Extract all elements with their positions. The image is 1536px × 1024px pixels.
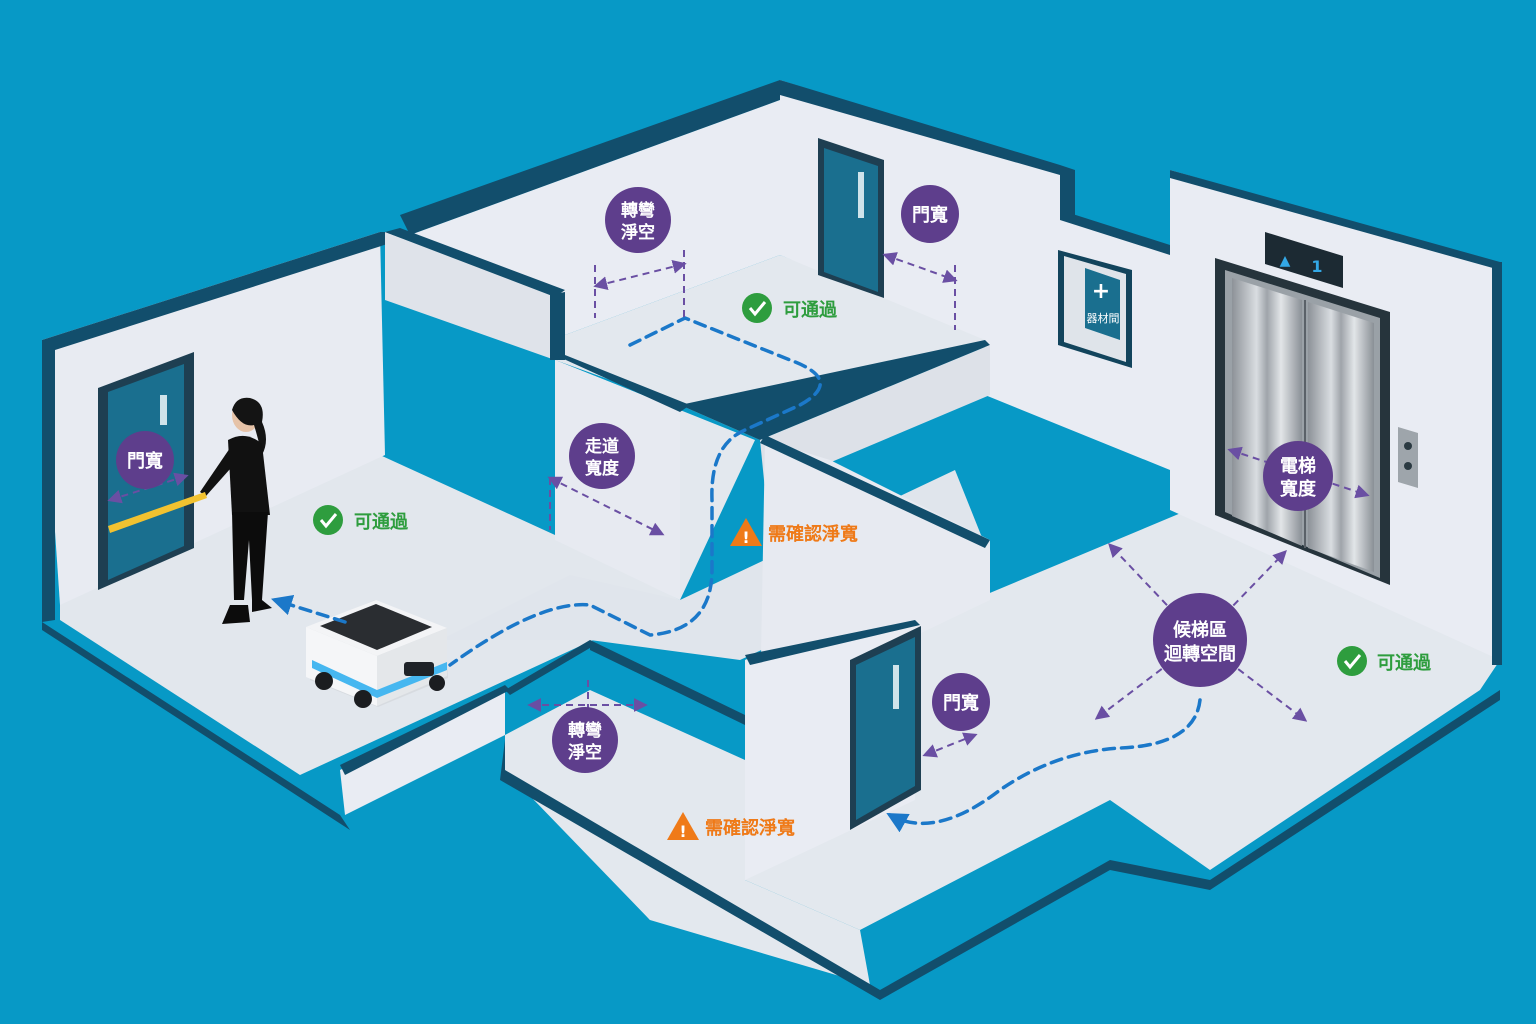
bubble-label: 門寬 — [127, 450, 163, 472]
check-icon — [742, 293, 772, 323]
medical-plus-icon: + — [1092, 279, 1110, 304]
person-measuring — [108, 397, 272, 624]
equipment-room-label: 器材間 — [1087, 311, 1120, 325]
up-arrow-icon: ▲ — [1280, 253, 1291, 269]
svg-text:!: ! — [742, 528, 749, 547]
check-icon — [313, 505, 343, 535]
status-label: 需確認淨寬 — [768, 523, 858, 545]
status-label: 可通過 — [354, 512, 409, 533]
delivery-robot — [306, 600, 448, 708]
bubble-label-line1: 轉彎 — [568, 720, 602, 741]
warning-icon — [667, 812, 699, 840]
warning-icon — [730, 518, 762, 546]
status-warning-bottom: ! 需確認淨寬 — [667, 812, 795, 841]
bubble-label-line1: 電梯 — [1280, 455, 1316, 477]
equipment-room-window: + 器材間 — [1058, 250, 1132, 368]
bubble-door-width-top: 門寬 — [901, 185, 959, 243]
robot-route — [270, 316, 1202, 833]
bubble-turn-clearance-top: 轉彎 淨空 — [605, 187, 671, 253]
bubble-corridor-width: 走道 寬度 — [569, 423, 635, 489]
bubble-label-line1: 走道 — [585, 436, 619, 457]
elevator[interactable]: ▲ 1 — [1215, 232, 1418, 585]
bubble-label-line2: 迴轉空間 — [1164, 643, 1236, 665]
elevator-floor-indicator: ▲ 1 — [1265, 232, 1343, 288]
bubble-door-width-bottom: 門寬 — [932, 673, 990, 731]
svg-text:!: ! — [679, 822, 686, 841]
bubble-label-line1: 候梯區 — [1173, 619, 1227, 641]
bubble-label-line2: 寬度 — [584, 458, 620, 479]
door-top[interactable] — [818, 138, 884, 298]
elevator-call-button[interactable] — [1398, 427, 1418, 488]
door-bottom[interactable] — [850, 626, 921, 830]
status-passable-top: 可通過 — [742, 293, 838, 323]
status-passable-lobby: 可通過 — [1337, 646, 1432, 676]
bubble-label-line2: 淨空 — [621, 222, 655, 243]
status-passable-room: 可通過 — [313, 505, 409, 535]
bubble-elevator-width: 電梯 寬度 — [1263, 441, 1333, 511]
status-label: 可通過 — [1377, 653, 1432, 674]
bubble-label: 門寬 — [943, 692, 979, 714]
floor-number: 1 — [1311, 257, 1322, 276]
bubble-turn-clearance-bottom: 轉彎 淨空 — [552, 707, 618, 773]
bubble-label-line2: 寬度 — [1279, 478, 1317, 500]
bubble-label: 門寬 — [912, 204, 948, 226]
bubble-door-width-left: 門寬 — [116, 431, 174, 489]
status-label: 可通過 — [783, 300, 838, 321]
status-warning-corridor: ! 需確認淨寬 — [730, 518, 858, 547]
status-label: 需確認淨寬 — [705, 817, 795, 839]
check-icon — [1337, 646, 1367, 676]
bubble-label-line2: 淨空 — [568, 742, 602, 763]
bubble-lobby-turning-space: 候梯區 迴轉空間 — [1153, 593, 1247, 687]
bubble-label-line1: 轉彎 — [621, 200, 655, 221]
